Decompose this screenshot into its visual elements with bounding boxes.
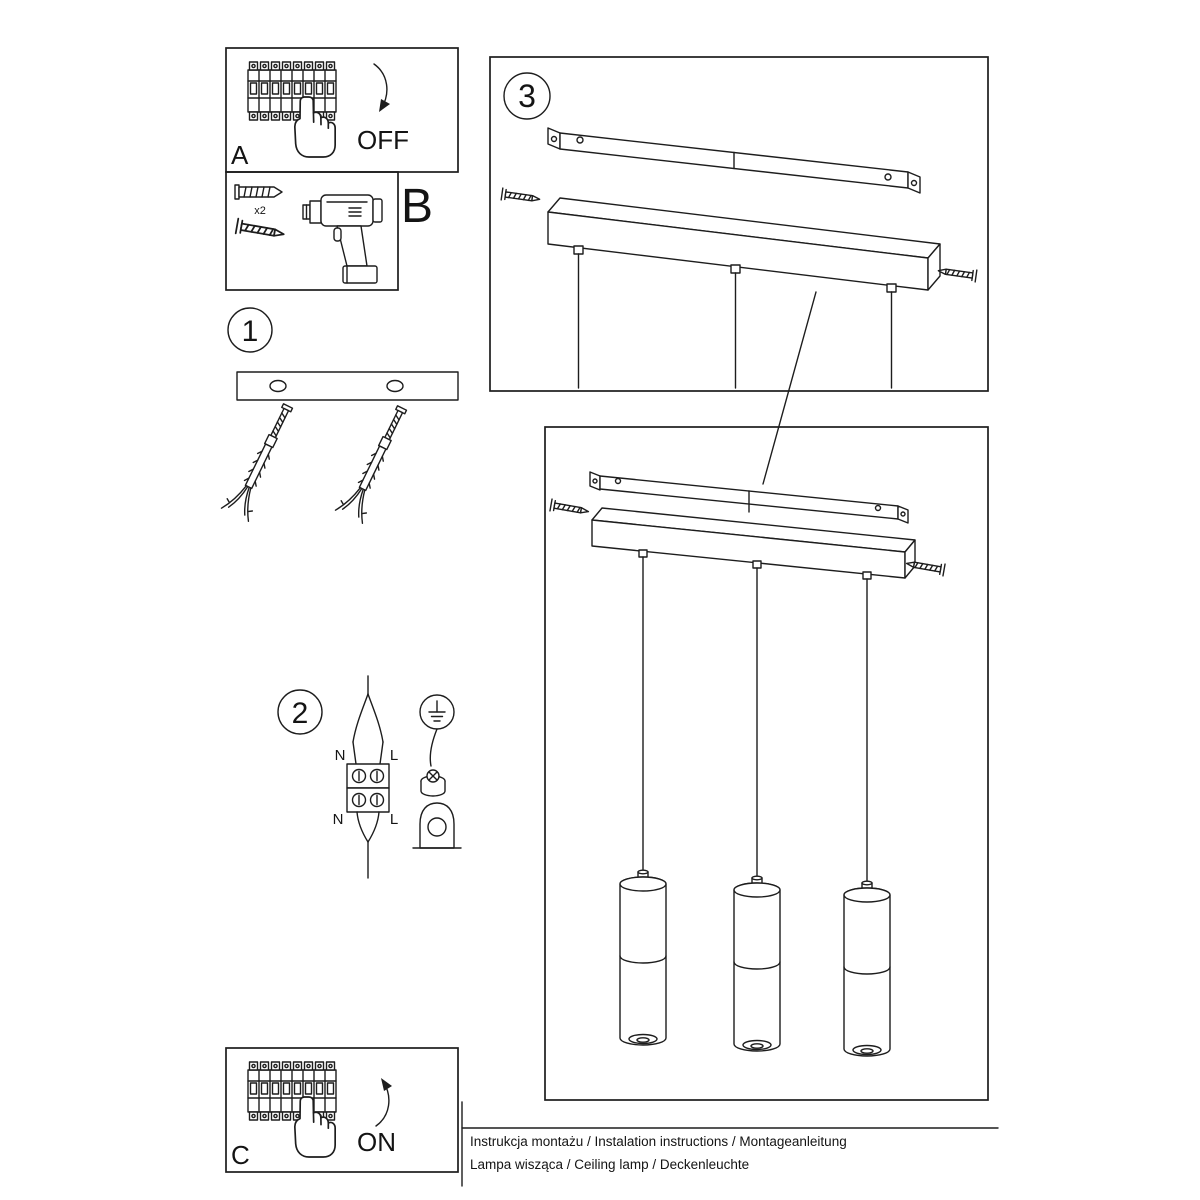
wire-l-label-bottom: L <box>390 811 398 828</box>
mounting-strip-icon <box>236 371 459 401</box>
ceiling-bracket-icon <box>589 471 909 524</box>
step3-panel: 3 <box>489 56 989 392</box>
off-label: OFF <box>357 125 409 155</box>
panel-c: C ON <box>225 1047 459 1173</box>
wire-n-label-bottom: N <box>333 811 344 828</box>
earth-wire <box>429 728 438 767</box>
step2-number: 2 <box>292 697 309 730</box>
arrow-up-icon <box>375 1078 392 1127</box>
suspension-cables <box>638 549 872 885</box>
step1-number-badge <box>227 307 273 353</box>
step-a-label: A <box>231 140 249 170</box>
arrow-down-icon <box>373 63 390 112</box>
quantity-label: x2 <box>254 205 266 217</box>
wire-l-label-top: L <box>390 747 398 764</box>
step2-number-badge <box>277 689 323 735</box>
wall-plug-icon <box>234 184 283 200</box>
mounting-channel-icon <box>591 507 916 579</box>
pendant-lamp-icon <box>733 875 781 1052</box>
circuit-breaker-icon <box>248 1062 336 1120</box>
screw-icon <box>234 217 286 243</box>
wire-n-label-top: N <box>335 747 346 764</box>
footer-line2: Lampa wisząca / Ceiling lamp / Deckenleu… <box>470 1157 749 1172</box>
pendant-lamp-icon <box>843 880 891 1057</box>
on-label: ON <box>357 1127 396 1157</box>
step-c-label: C <box>231 1140 250 1170</box>
earth-symbol-icon <box>419 694 455 730</box>
wire-merge-icon <box>356 811 380 879</box>
screw-icon <box>549 498 591 519</box>
pendant-lamp-icon <box>619 869 667 1046</box>
step-b-label: B <box>401 180 433 233</box>
step1-number: 1 <box>242 315 259 348</box>
suspension-cables <box>573 245 897 389</box>
terminal-block-icon <box>346 763 390 813</box>
step3-number-badge <box>503 72 551 120</box>
step1-section: 1 <box>220 307 459 525</box>
panel-b: x2 B <box>225 171 433 291</box>
mounting-channel-icon <box>547 197 941 291</box>
footer: Instrukcja montażu / Instalation instruc… <box>461 1101 999 1187</box>
ceiling-bracket-icon <box>547 127 921 194</box>
anchor-screw-icon <box>220 398 303 523</box>
lamp-overview-panel <box>544 426 989 1101</box>
anchor-screw-icon <box>334 400 417 525</box>
step2-section: 2 N L N L <box>277 675 462 879</box>
wire-split-icon <box>352 675 384 765</box>
screw-icon <box>936 264 978 283</box>
panel-a: A OFF <box>225 47 459 173</box>
drill-icon <box>302 194 383 284</box>
step3-number: 3 <box>518 78 536 114</box>
footer-line1: Instrukcja montażu / Instalation instruc… <box>470 1134 847 1149</box>
ground-terminal-icon <box>420 769 446 797</box>
cable-clamp-icon <box>412 802 462 849</box>
pointer-line <box>762 291 817 485</box>
circuit-breaker-icon <box>248 62 336 120</box>
screw-icon <box>500 187 542 206</box>
